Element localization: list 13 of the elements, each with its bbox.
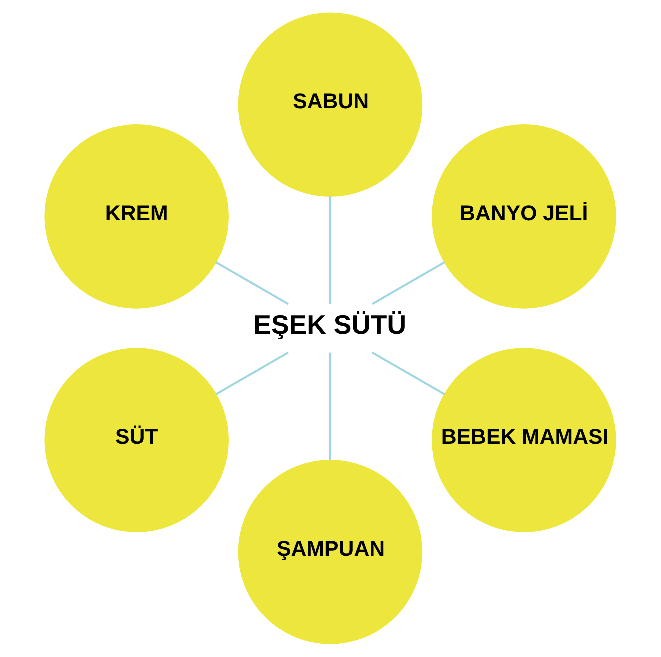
connector [330,196,332,304]
node-text: EŞEK SÜTÜ [254,310,407,340]
connector [372,352,446,396]
connector [216,352,289,396]
connector [372,262,446,306]
node-circle: ŞAMPUAN [238,460,423,644]
node-circle: BANYO JELİ [432,124,616,309]
node-circle: BEBEK MAMASI [432,348,616,532]
node-circle: SABUN [238,12,423,198]
connector [330,352,332,461]
connector [216,262,289,306]
node-circle: KREM [44,124,229,309]
node-circle: SÜT [44,348,229,532]
